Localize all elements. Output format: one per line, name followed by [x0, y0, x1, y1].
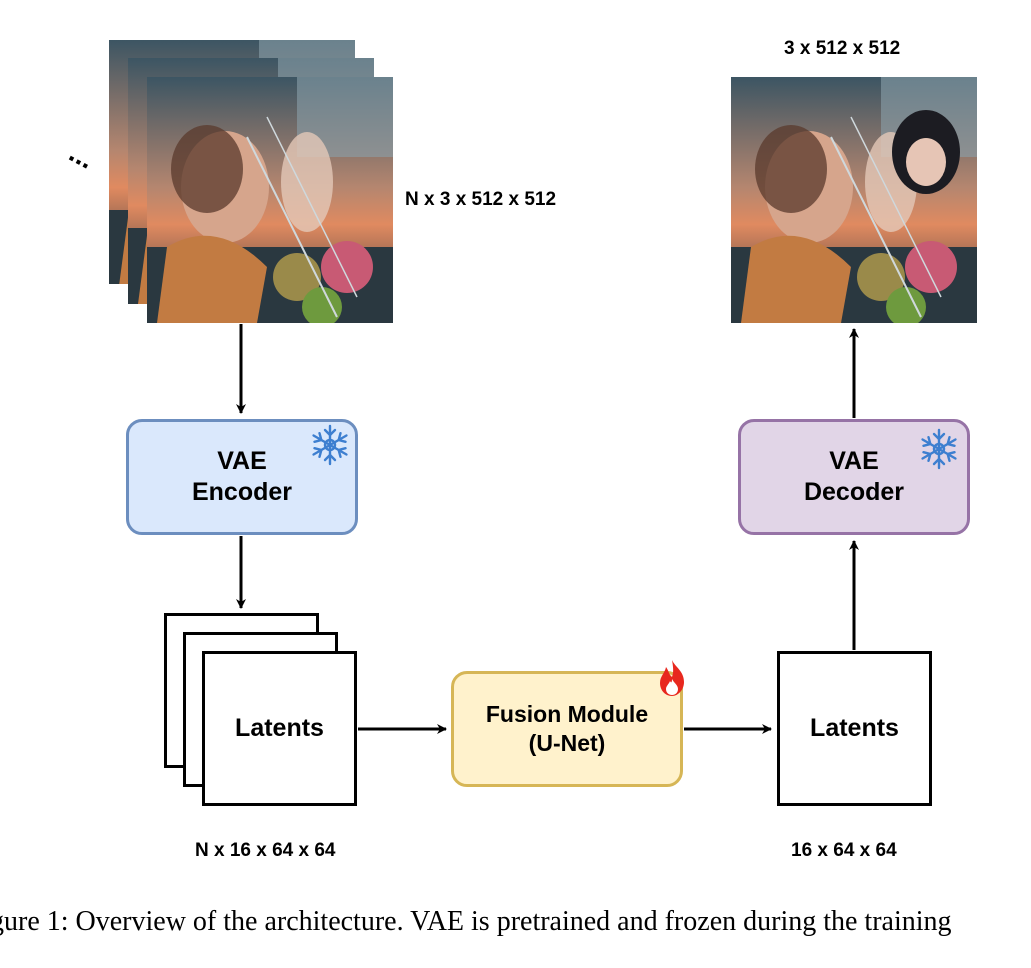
output-dims-label: 3 x 512 x 512	[784, 38, 901, 59]
latents-output-label: Latents	[810, 713, 899, 742]
vae-decoder-line1: VAE	[829, 446, 879, 475]
fusion-module-line1: Fusion Module	[485, 701, 649, 728]
input-dims-label: N x 3 x 512 x 512	[405, 189, 557, 210]
fire-icon	[660, 660, 684, 696]
latents-output-box: Latents	[777, 651, 932, 806]
vae-encoder-line1: VAE	[217, 446, 267, 475]
vae-decoder-line2: Decoder	[803, 478, 905, 506]
latents-input-dims: N x 16 x 64 x 64	[195, 840, 336, 861]
fusion-module-box: Fusion Module (U-Net)	[451, 671, 683, 787]
fusion-module-line2: (U-Net)	[528, 730, 606, 756]
output-image	[731, 77, 977, 323]
latents-input-box: Latents	[202, 651, 357, 806]
vae-encoder-line2: Encoder	[191, 478, 293, 506]
vae-decoder-box: VAE Decoder	[738, 419, 970, 535]
figure-caption: gure 1: Overview of the architecture. VA…	[0, 906, 952, 937]
latents-input-label: Latents	[235, 713, 324, 742]
latents-output-dims: 16 x 64 x 64	[791, 840, 897, 861]
snowflake-icon	[312, 424, 348, 466]
snowflake-icon	[921, 428, 957, 470]
